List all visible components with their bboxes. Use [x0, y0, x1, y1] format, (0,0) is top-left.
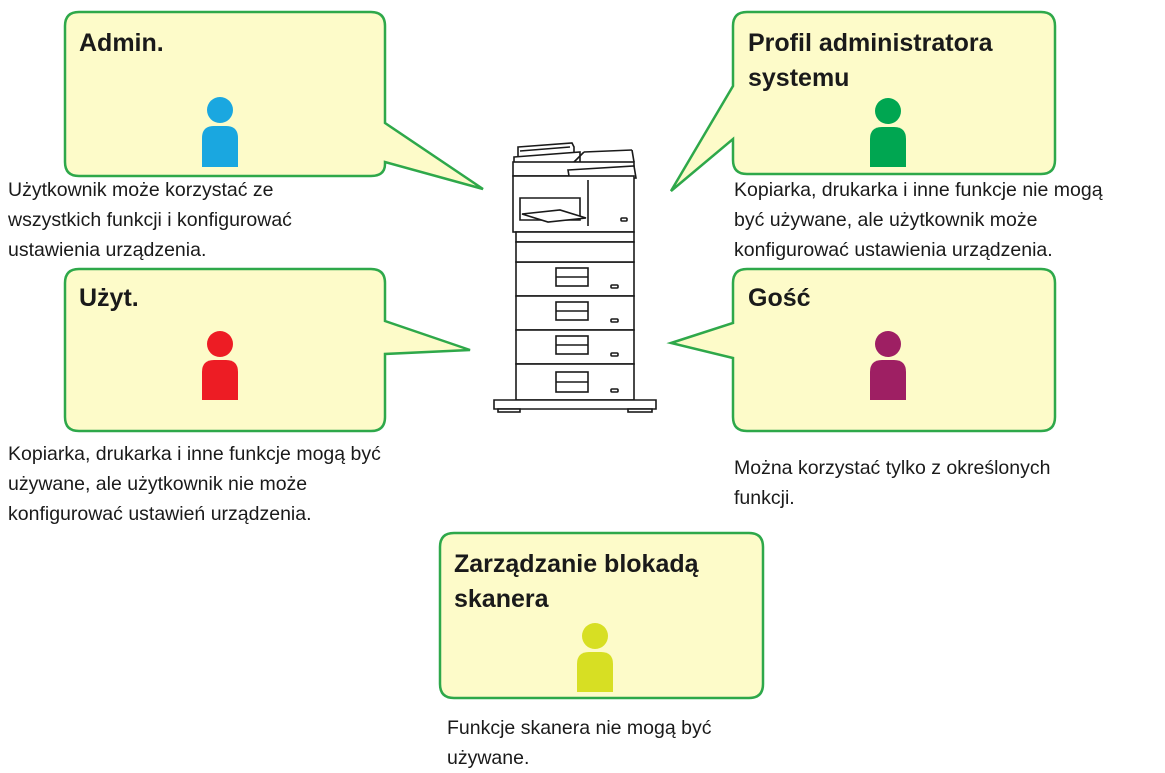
scanlock-description: Funkcje skanera nie mogą być używane. [447, 717, 712, 769]
sysadmin-title: Profil administratora systemu [748, 29, 999, 92]
scanlock-person-icon [577, 623, 613, 692]
user-description: Kopiarka, drukarka i inne funkcje mogą b… [8, 443, 381, 525]
guest-bubble: Gość [666, 267, 1057, 433]
sysadmin-bubble: Profil administratora systemu [669, 10, 1057, 192]
user-title: Użyt. [79, 284, 139, 312]
guest-description: Można korzystać tylko z określonych funk… [734, 457, 1051, 509]
user-person-icon [202, 331, 238, 400]
admin-title: Admin. [79, 29, 164, 57]
sysadmin-description: Kopiarka, drukarka i inne funkcje nie mo… [734, 179, 1103, 261]
scanlock-bubble: Zarządzanie blokadą skanera [438, 531, 765, 700]
guest-title: Gość [748, 284, 811, 312]
guest-person-icon [870, 331, 906, 400]
admin-bubble: Admin. [63, 10, 484, 191]
sysadmin-person-icon [870, 98, 906, 167]
user-bubble: Użyt. [63, 267, 471, 433]
admin-description: Użytkownik może korzystać ze wszystkich … [8, 179, 292, 261]
admin-person-icon [202, 97, 238, 167]
printer-illustration [493, 142, 657, 413]
scanlock-title: Zarządzanie blokadą skanera [454, 550, 705, 613]
